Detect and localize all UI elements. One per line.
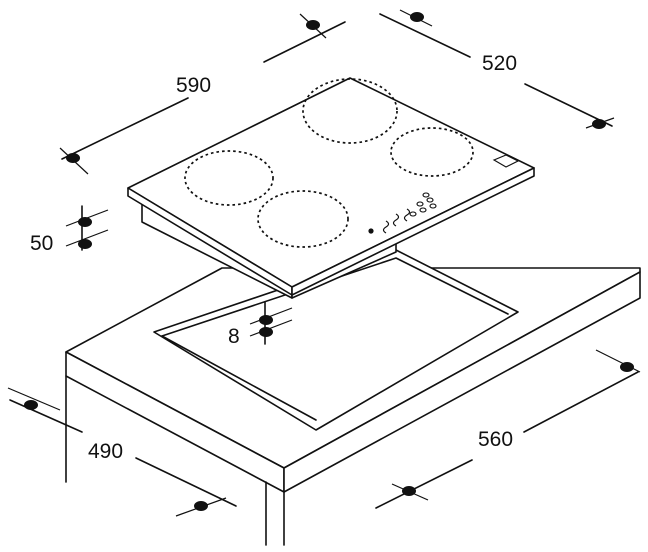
dimension-label-490: 490 [88, 440, 123, 463]
dimension-label-50: 50 [30, 232, 53, 255]
dimension-arrow-icon [306, 20, 320, 30]
display-window [492, 154, 520, 168]
cooking-zone-left [184, 150, 274, 206]
hob-glass-top [127, 77, 535, 288]
dimension-arrow-icon [24, 400, 38, 410]
dimension-label-590: 590 [176, 74, 211, 97]
dimension-label-520: 520 [482, 52, 517, 75]
cooking-zone-right [390, 127, 474, 177]
dimension-arrow-icon [592, 119, 606, 129]
zone-symbol-icon [403, 208, 411, 222]
dimension-arrow-icon [620, 362, 634, 372]
dimension-arrow-icon [194, 501, 208, 511]
cooking-zone-rear-large [302, 78, 398, 144]
dimension-arrow-icon [402, 486, 416, 496]
dimension-arrow-icon [410, 12, 424, 22]
zone-symbol-icon [382, 220, 390, 234]
touch-key [409, 211, 417, 217]
dimension-clearance: 8 [228, 301, 293, 348]
touch-key [422, 192, 430, 198]
touch-key [419, 207, 427, 213]
dimension-arrow-icon [66, 153, 80, 163]
dimension-cutout-depth: 490 [7, 387, 237, 517]
control-panel [368, 154, 520, 234]
power-indicator-icon [368, 228, 374, 234]
cooking-zone-front [257, 190, 349, 248]
dimension-label-8: 8 [228, 325, 240, 348]
worktop-cutout [153, 249, 519, 431]
dimension-label-560: 560 [478, 428, 513, 451]
dimension-arrow-icon [78, 217, 92, 227]
dimension-hob-width: 590 [59, 13, 346, 175]
touch-key [426, 197, 434, 203]
dimension-hob-height: 50 [30, 205, 109, 255]
dimension-arrow-icon [259, 315, 273, 325]
touch-key [429, 203, 437, 209]
hob-glass-right-edge [291, 167, 535, 296]
hob [127, 77, 535, 299]
dimension-hob-depth: 520 [379, 9, 615, 129]
cutout-inner-edge [161, 257, 509, 337]
touch-key [416, 201, 424, 207]
zone-symbol-icon [392, 213, 400, 227]
dimension-cutout-width: 560 [375, 349, 641, 509]
worktop-right-edge [283, 271, 641, 493]
cutout-inner-left-edge [161, 335, 317, 421]
dimension-arrow-icon [78, 239, 92, 249]
dimension-arrow-icon [259, 327, 273, 337]
